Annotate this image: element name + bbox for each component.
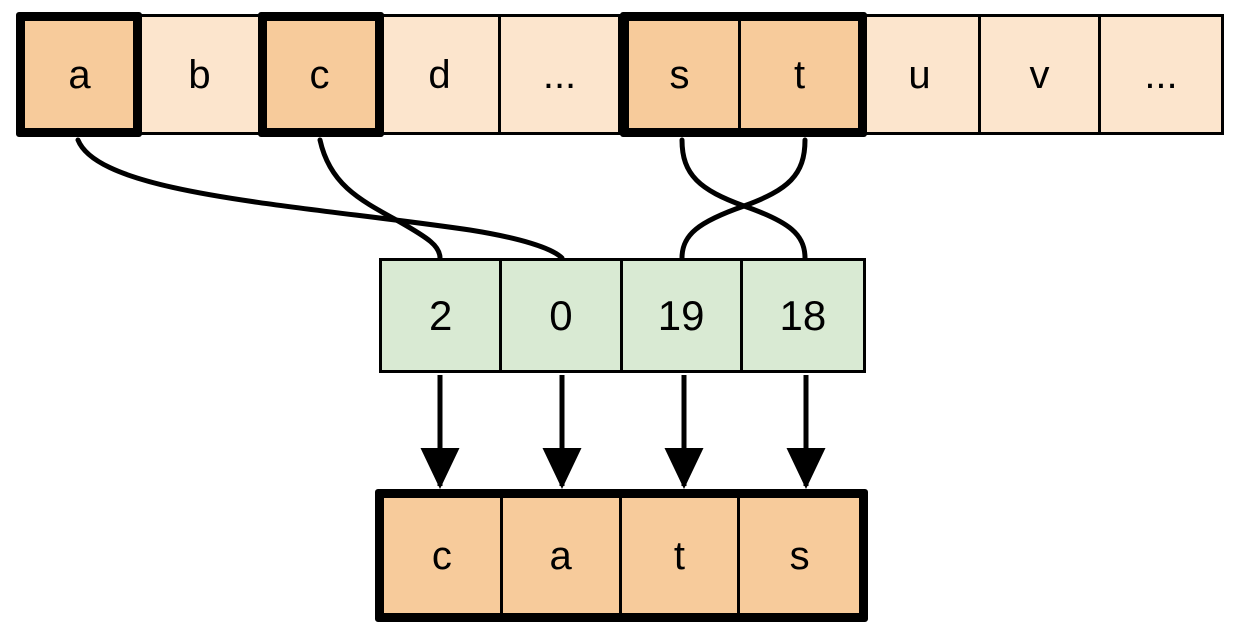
curve-s-to-18 — [679, 137, 808, 261]
alphabet-cell-9[interactable]: ... — [1101, 17, 1221, 132]
alphabet-cell-2[interactable]: c — [261, 17, 381, 132]
alphabet-cell-8[interactable]: v — [981, 17, 1101, 132]
output-cell-3[interactable]: s — [740, 498, 859, 613]
index-cell-1[interactable]: 0 — [502, 261, 623, 370]
output-strip: c a t s — [375, 489, 868, 622]
alphabet-cell-1[interactable]: b — [141, 17, 261, 132]
curve-a-to-0 — [75, 137, 565, 261]
curve-t-to-19 — [679, 137, 808, 261]
alphabet-strip: a b c d ... s t u v ... — [18, 14, 1224, 135]
alphabet-cell-5[interactable]: s — [621, 17, 741, 132]
alphabet-cell-3[interactable]: d — [381, 17, 501, 132]
alphabet-cell-4[interactable]: ... — [501, 17, 621, 132]
index-cell-3[interactable]: 18 — [742, 261, 864, 370]
output-cell-1[interactable]: a — [502, 498, 622, 613]
curve-c-to-2 — [317, 137, 443, 261]
output-cell-0[interactable]: c — [384, 498, 503, 613]
index-cell-2[interactable]: 19 — [622, 261, 743, 370]
index-cell-0[interactable]: 2 — [382, 261, 503, 370]
alphabet-cell-0[interactable]: a — [21, 17, 141, 132]
output-cell-2[interactable]: t — [621, 498, 741, 613]
index-strip: 2 0 19 18 — [379, 258, 866, 373]
alphabet-cell-7[interactable]: u — [861, 17, 981, 132]
alphabet-cell-6[interactable]: t — [741, 17, 861, 132]
